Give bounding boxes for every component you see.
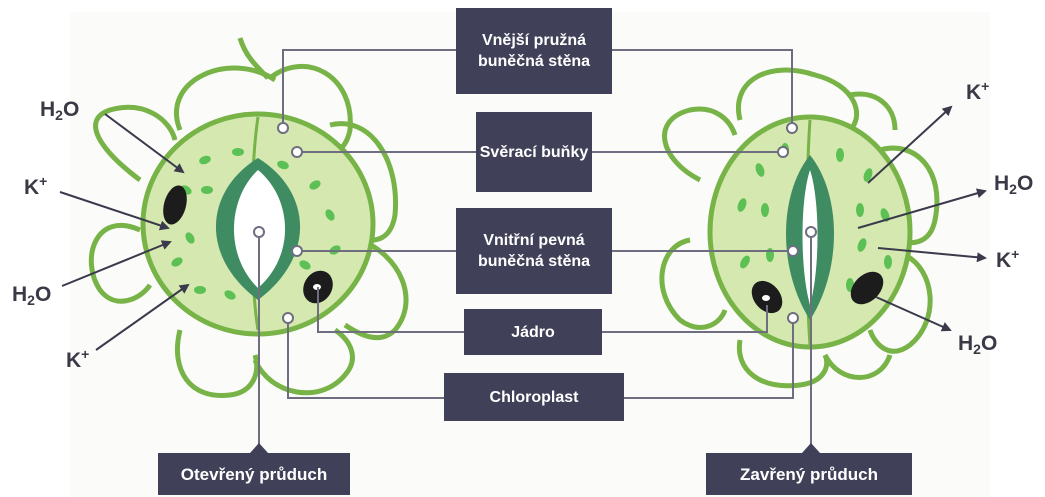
label-closed-stoma: Zavřený průduch [706,453,912,495]
water-label-left-top: H2O [40,98,79,123]
potassium-label-right-top: K+ [966,78,989,105]
water-label-right-bottom: H2O [958,332,997,357]
label-chloroplast: Chloroplast [444,373,624,421]
label-outer-wall: Vnější pružná buněčná stěna [456,8,612,94]
potassium-label-left-bottom: K+ [66,346,89,373]
water-label-left-bottom: H2O [12,283,51,308]
label-open-stoma: Otevřený průduch [158,453,350,495]
closed-nucleus-highlight [762,295,770,301]
potassium-label-left-top: K+ [24,173,47,200]
label-inner-wall: Vnitřní pevná buněčná stěna [456,208,612,294]
label-nucleus: Jádro [464,309,602,355]
water-label-right-top: H2O [994,172,1033,197]
potassium-label-right-middle: K+ [996,246,1019,273]
label-guard-cells: Svěrací buňky [476,112,592,192]
